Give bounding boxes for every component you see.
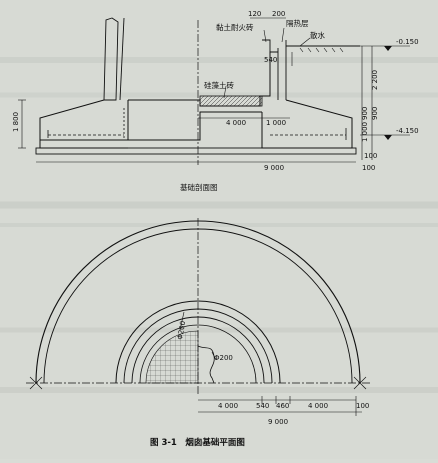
dim-1000b-section: 1 000 [266, 119, 286, 127]
dim-900a: 900 [361, 107, 369, 120]
dim-1000: 1 000 [361, 122, 369, 142]
chimney-wall-right [269, 40, 287, 100]
chimney-wall-left [103, 17, 119, 101]
label-refractory-brick: 黏土耐火砖 [216, 22, 254, 32]
level-marker-top [384, 46, 392, 51]
clay-brick-layer [199, 95, 263, 107]
dim-2200: 2 200 [371, 70, 379, 90]
section-caption: 基础剖面图 [180, 182, 218, 192]
level-bottom-value: -4.150 [396, 127, 419, 135]
cross-mark-right [353, 376, 367, 390]
level-top-value: -0.150 [396, 38, 419, 46]
dim-100-section: 100 [362, 164, 375, 172]
dim-9000-section: 9 000 [264, 164, 284, 172]
label-phi200-a: Φ200 [176, 320, 187, 340]
label-clay-brick: 硅藻土砖 [204, 80, 234, 90]
dim-1800: 1 800 [12, 112, 20, 132]
dim-top-200: 200 [272, 10, 285, 18]
dim-540-plan: 540 [256, 402, 269, 410]
dim-9000-plan: 9 000 [268, 418, 288, 426]
foundation-section [18, 17, 410, 165]
plan-wall-arc-outer [115, 300, 281, 384]
label-insulation: 隔热层 [286, 18, 309, 28]
level-marker-bottom [384, 135, 392, 140]
plan-liner-arc [139, 324, 257, 384]
dim-4000a-plan: 4 000 [218, 402, 238, 410]
dim-4000-section: 4 000 [226, 119, 246, 127]
dim-100-plan: 100 [356, 402, 369, 410]
label-apron: 散水 [310, 30, 325, 40]
foundation-plan [26, 218, 372, 416]
dim-100b-section: 100 [364, 152, 377, 160]
label-phi200-b: Φ200 [214, 354, 233, 362]
plan-caption: 图 3-1 烟囱基础平面图 [150, 437, 245, 448]
base-pad [35, 147, 357, 155]
dim-900b: 900 [371, 107, 379, 120]
dim-4000b-plan: 4 000 [308, 402, 328, 410]
dim-top-120: 120 [248, 10, 261, 18]
cross-mark-left [29, 376, 43, 390]
dim-540: 540 [264, 56, 277, 64]
dim-460-plan: 460 [276, 402, 289, 410]
